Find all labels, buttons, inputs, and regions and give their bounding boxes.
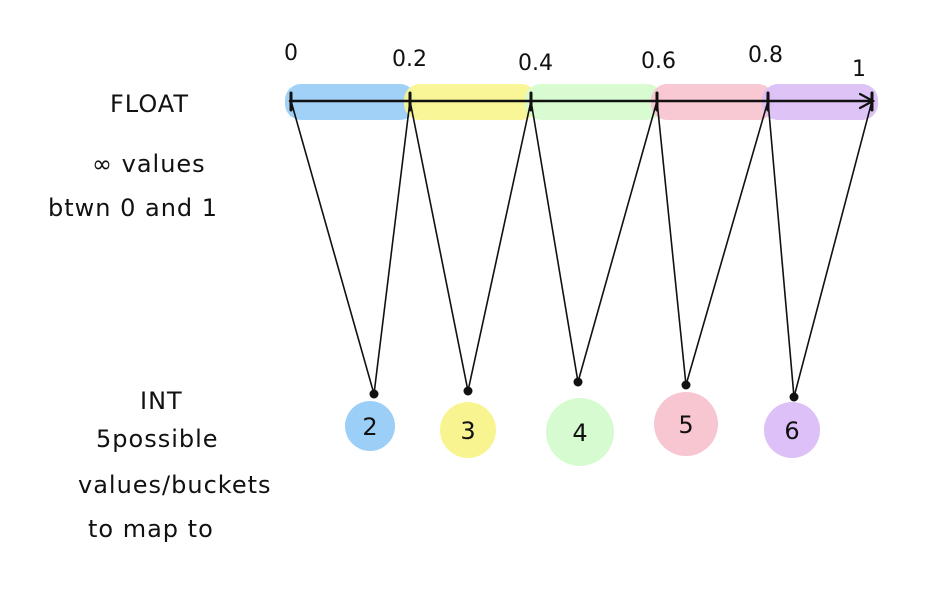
mapping-line-4 xyxy=(467,100,532,392)
bucket-circles: 2 3 4 5 6 xyxy=(345,377,820,466)
bucket-circle-3 xyxy=(440,402,496,458)
tick-labels: 0 0.2 0.4 0.6 0.8 1 xyxy=(284,41,866,82)
int-desc-line2: values/buckets xyxy=(78,471,272,499)
bucket-label-6: 6 xyxy=(784,417,799,445)
bucket-dot-6 xyxy=(789,392,799,402)
mapping-line-2 xyxy=(373,100,411,395)
tick-label-0: 0 xyxy=(284,41,298,66)
mapping-line-10 xyxy=(793,100,873,398)
mapping-line-3 xyxy=(409,100,469,392)
mapping-line-7 xyxy=(656,100,687,386)
bucket-label-4: 4 xyxy=(572,419,587,447)
mapping-line-8 xyxy=(685,100,769,386)
bucket-label-3: 3 xyxy=(460,417,475,445)
bucket-circle-4 xyxy=(546,398,614,466)
bucket-circle-2 xyxy=(345,401,395,451)
float-title: FLOAT xyxy=(110,90,189,118)
int-desc-line1: 5possible xyxy=(96,425,219,453)
bucket-circle-6 xyxy=(764,402,820,458)
mapping-line-6 xyxy=(577,100,658,383)
bucket-dot-5 xyxy=(681,380,691,390)
bucket-dot-4 xyxy=(573,377,583,387)
bucket-label-2: 2 xyxy=(362,413,377,441)
mapping-line-9 xyxy=(767,100,795,398)
tick-label-1: 0.2 xyxy=(392,47,427,72)
mapping-lines xyxy=(290,100,873,398)
mapping-line-1 xyxy=(290,100,375,395)
mapping-line-5 xyxy=(530,100,579,383)
int-desc-line3: to map to xyxy=(88,515,214,543)
bucket-dot-2 xyxy=(369,389,379,399)
float-desc-line2: btwn 0 and 1 xyxy=(48,194,218,222)
tick-label-3: 0.6 xyxy=(641,49,676,74)
tick-label-2: 0.4 xyxy=(518,51,553,76)
tick-label-4: 0.8 xyxy=(748,43,783,68)
bucket-circle-5 xyxy=(654,392,718,456)
bucket-label-5: 5 xyxy=(678,411,693,439)
tick-label-5: 1 xyxy=(852,57,866,82)
float-desc-line1: ∞ values xyxy=(92,150,206,178)
bucket-dot-3 xyxy=(463,386,473,396)
int-title: INT xyxy=(140,387,183,415)
